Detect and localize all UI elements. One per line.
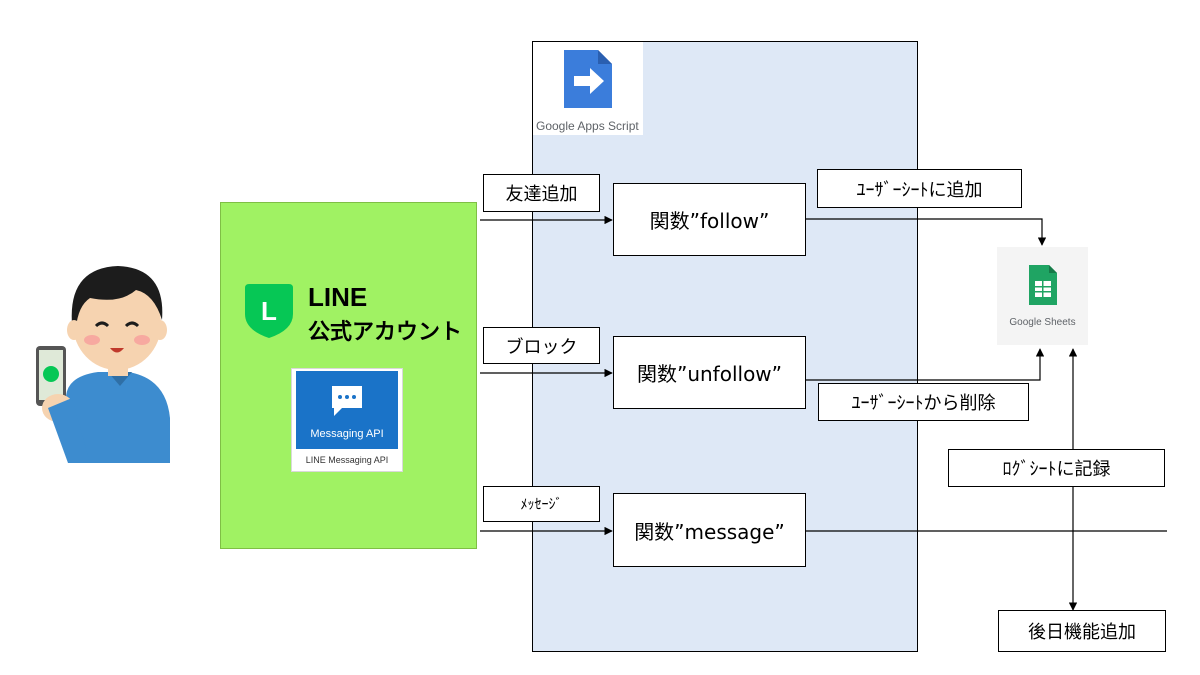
function-unfollow-box: 関数”unfollow” xyxy=(613,336,806,409)
messaging-api-title: Messaging API xyxy=(310,428,384,440)
arrow-unfollow-to-sheets xyxy=(806,348,1045,381)
action-label-future: 後日機能追加 xyxy=(998,610,1166,652)
function-follow-box: 関数”follow” xyxy=(613,183,806,256)
messaging-api-caption: LINE Messaging API xyxy=(305,455,389,465)
svg-text:L: L xyxy=(261,296,277,326)
line-shield-icon: L xyxy=(245,284,293,338)
action-label-remove-user: ﾕｰｻﾞｰｼｰﾄから削除 xyxy=(818,383,1029,421)
chat-bubble-icon xyxy=(332,386,362,416)
person-with-phone-illustration xyxy=(36,266,170,463)
action-label-log: ﾛｸﾞｼｰﾄに記録 xyxy=(948,449,1165,487)
google-apps-script-icon xyxy=(564,50,612,108)
action-label-add-user: ﾕｰｻﾞｰｼｰﾄに追加 xyxy=(817,169,1022,208)
line-title: LINE xyxy=(308,282,368,312)
google-sheets-icon xyxy=(1029,265,1057,305)
google-sheets-label: Google Sheets xyxy=(1009,317,1076,328)
line-official-account-panel xyxy=(220,202,477,549)
event-label-follow: 友達追加 xyxy=(483,174,600,212)
event-label-block: ブロック xyxy=(483,327,600,364)
event-label-message: ﾒｯｾｰｼﾞ xyxy=(483,486,600,522)
gas-label: Google Apps Script xyxy=(536,119,639,133)
messaging-api-badge xyxy=(296,371,398,449)
line-subtitle: 公式アカウント xyxy=(308,320,463,345)
arrow-follow-to-sheets xyxy=(806,218,1047,246)
function-message-box: 関数”message” xyxy=(613,493,806,567)
